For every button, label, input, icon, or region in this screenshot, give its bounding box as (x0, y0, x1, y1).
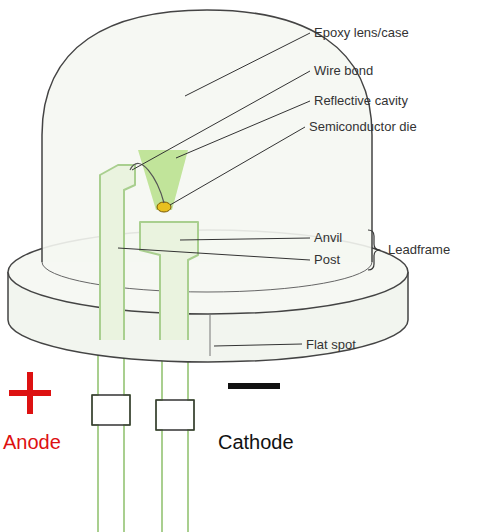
wire-bond (130, 163, 164, 203)
minus-symbol (228, 383, 280, 389)
post (100, 165, 135, 340)
group-label: Leadframe (388, 242, 450, 258)
plus-symbol (9, 372, 51, 414)
epoxy-dome (42, 10, 372, 262)
part-label: Flat spot (306, 337, 356, 353)
pin-label: Anode (3, 430, 61, 454)
part-label: Anvil (314, 230, 342, 246)
semiconductor-die (157, 202, 171, 212)
part-label: Post (314, 252, 340, 268)
part-label: Epoxy lens/case (314, 25, 409, 41)
leader-lines (118, 33, 310, 346)
anode-lead (92, 330, 130, 532)
part-label: Reflective cavity (314, 93, 408, 109)
part-label: Wire bond (314, 63, 373, 79)
pin-label: Cathode (218, 430, 294, 454)
part-label: Semiconductor die (309, 119, 417, 135)
flat-spot-edge (210, 314, 211, 356)
leadframe-brace (368, 230, 380, 270)
